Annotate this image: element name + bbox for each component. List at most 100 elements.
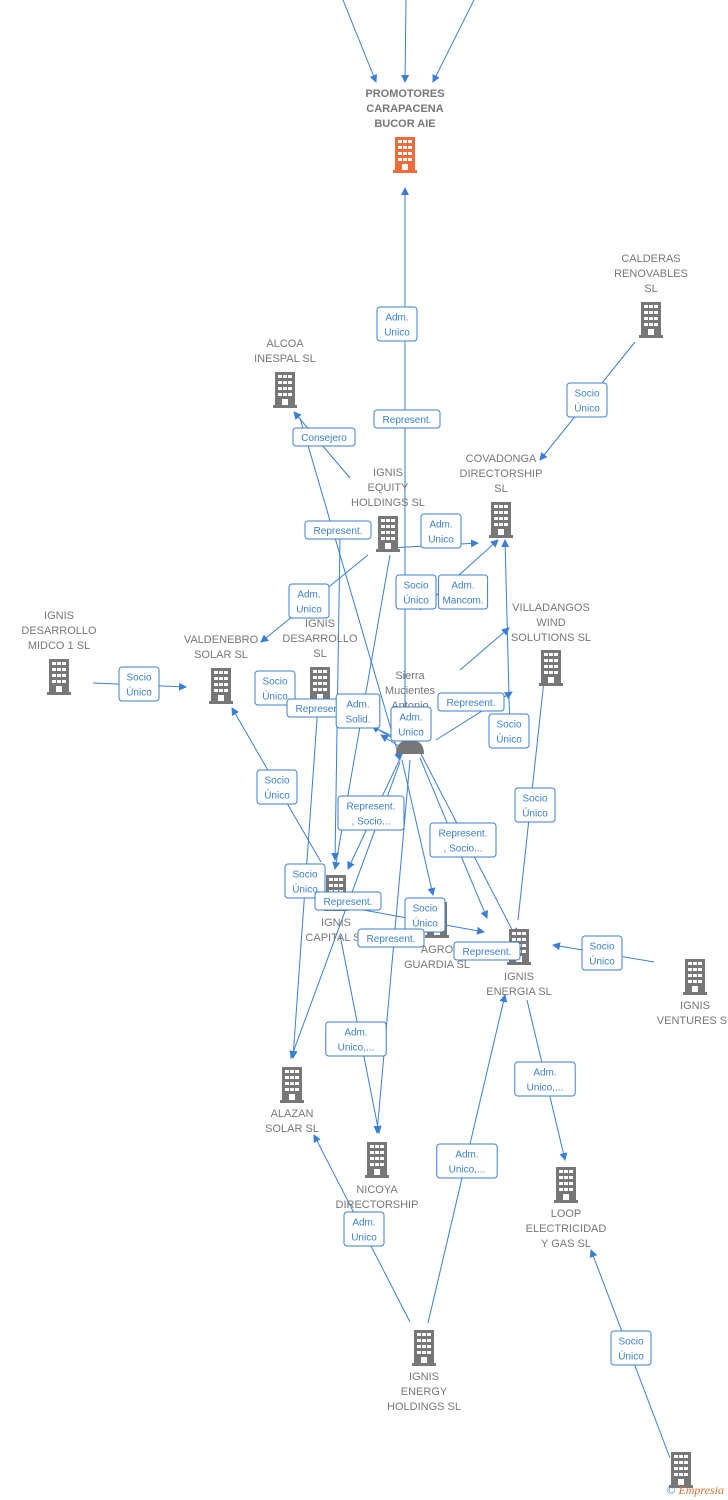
edge-label-text: Adm. (429, 520, 452, 531)
node-label: CALDERAS (621, 253, 680, 265)
edge-label-text: , Socio... (352, 817, 391, 828)
edge-label[interactable]: Adm.Solid. (335, 693, 381, 729)
node-label: DIRECTORSHIP (460, 468, 543, 480)
node-label: SOLUTIONS SL (511, 632, 591, 644)
edge-label-box (437, 692, 505, 712)
edge-label[interactable]: Represent. (304, 520, 372, 540)
edge-label[interactable]: Represent. (453, 941, 521, 961)
edge-label-text: Socio (574, 389, 599, 400)
edge-label-text: Unico (428, 535, 454, 546)
node-label: SL (644, 283, 657, 295)
edge-label-box (390, 706, 432, 742)
edge-label-text: Único (574, 402, 600, 415)
building-icon (412, 1330, 436, 1366)
edge-label-text: Represent. (447, 698, 496, 709)
edge-label-box (337, 795, 405, 831)
edge-label[interactable]: Adm.Unico,... (514, 1061, 576, 1097)
edge-label-box (284, 863, 326, 899)
building-icon (639, 302, 663, 338)
edge-label-box (514, 1061, 576, 1097)
node-label: HOLDINGS SL (387, 1401, 461, 1413)
edge-label-box (581, 935, 623, 971)
edge-label[interactable]: Adm. Unico (420, 513, 462, 549)
edge-label-box (292, 427, 356, 447)
edge-label[interactable]: Represent. (357, 928, 425, 948)
node-label: WIND (536, 617, 565, 629)
node-label: IGNIS (680, 1000, 710, 1012)
edge-label[interactable]: Adm.Mancom. (437, 574, 489, 610)
edge-label[interactable]: Consejero (292, 427, 356, 447)
building-icon (683, 959, 707, 995)
node-label: GUARDIA SL (404, 959, 470, 971)
edge-label-box (304, 520, 372, 540)
node-label: VILLADANGOS (512, 602, 590, 614)
node-label: NICOYA (356, 1184, 398, 1196)
node-label: PROMOTORES (365, 88, 444, 100)
edge-label-text: Único (262, 690, 288, 703)
edge-label[interactable]: Adm.Unico,... (436, 1143, 498, 1179)
edge-label-text: Consejero (301, 433, 347, 444)
edge-label[interactable]: Adm.Unico (390, 706, 432, 742)
node-label: Sierra (395, 670, 425, 682)
node-label: IGNIS (409, 1371, 439, 1383)
building-icon (47, 659, 71, 695)
edge-label[interactable]: Represent. (373, 409, 441, 429)
edge-label[interactable]: Represent., Socio... (429, 822, 497, 858)
edge-label[interactable]: Adm.Unico (343, 1211, 385, 1247)
edge-label[interactable]: Adm.Unico,... (325, 1021, 387, 1057)
edge-label-text: Represent. (383, 415, 432, 426)
edge-label-box (453, 941, 521, 961)
edge-label[interactable]: Represent., Socio... (337, 795, 405, 831)
edge-label-text: Único (496, 733, 522, 746)
edge-label[interactable]: Adm.Unico (288, 583, 330, 619)
node-label: Mucientes (385, 685, 436, 697)
edge-label-text: Socio (496, 720, 521, 731)
edge-label[interactable]: Represent. (314, 891, 382, 911)
edge-label-text: Único (412, 917, 438, 930)
edge-label-text: Único (522, 807, 548, 820)
edge-label[interactable]: Adm.Unico (376, 306, 418, 342)
brand-name: Empresia (678, 1483, 724, 1497)
edge-label[interactable]: Represent. (437, 692, 505, 712)
node-villadangos[interactable]: VILLADANGOS WIND SOLUTIONS SL (511, 602, 591, 686)
node-label: SL (313, 648, 326, 660)
node-label: COVADONGA (466, 453, 537, 465)
edge-label-box (404, 897, 446, 933)
footer-brand[interactable]: © Empresia (666, 1483, 724, 1498)
node-label: BUCOR AIE (374, 118, 435, 130)
edge-label-box (429, 822, 497, 858)
edge-label-text: Represent. (367, 934, 416, 945)
node-calderas[interactable]: CALDERAS RENOVABLES SL (614, 253, 688, 338)
node-label: RENOVABLES (614, 268, 688, 280)
edge-label-text: Único (618, 1350, 644, 1363)
edge-label-text: Unico,... (527, 1083, 564, 1094)
edge-label-text: Socio (264, 776, 289, 787)
